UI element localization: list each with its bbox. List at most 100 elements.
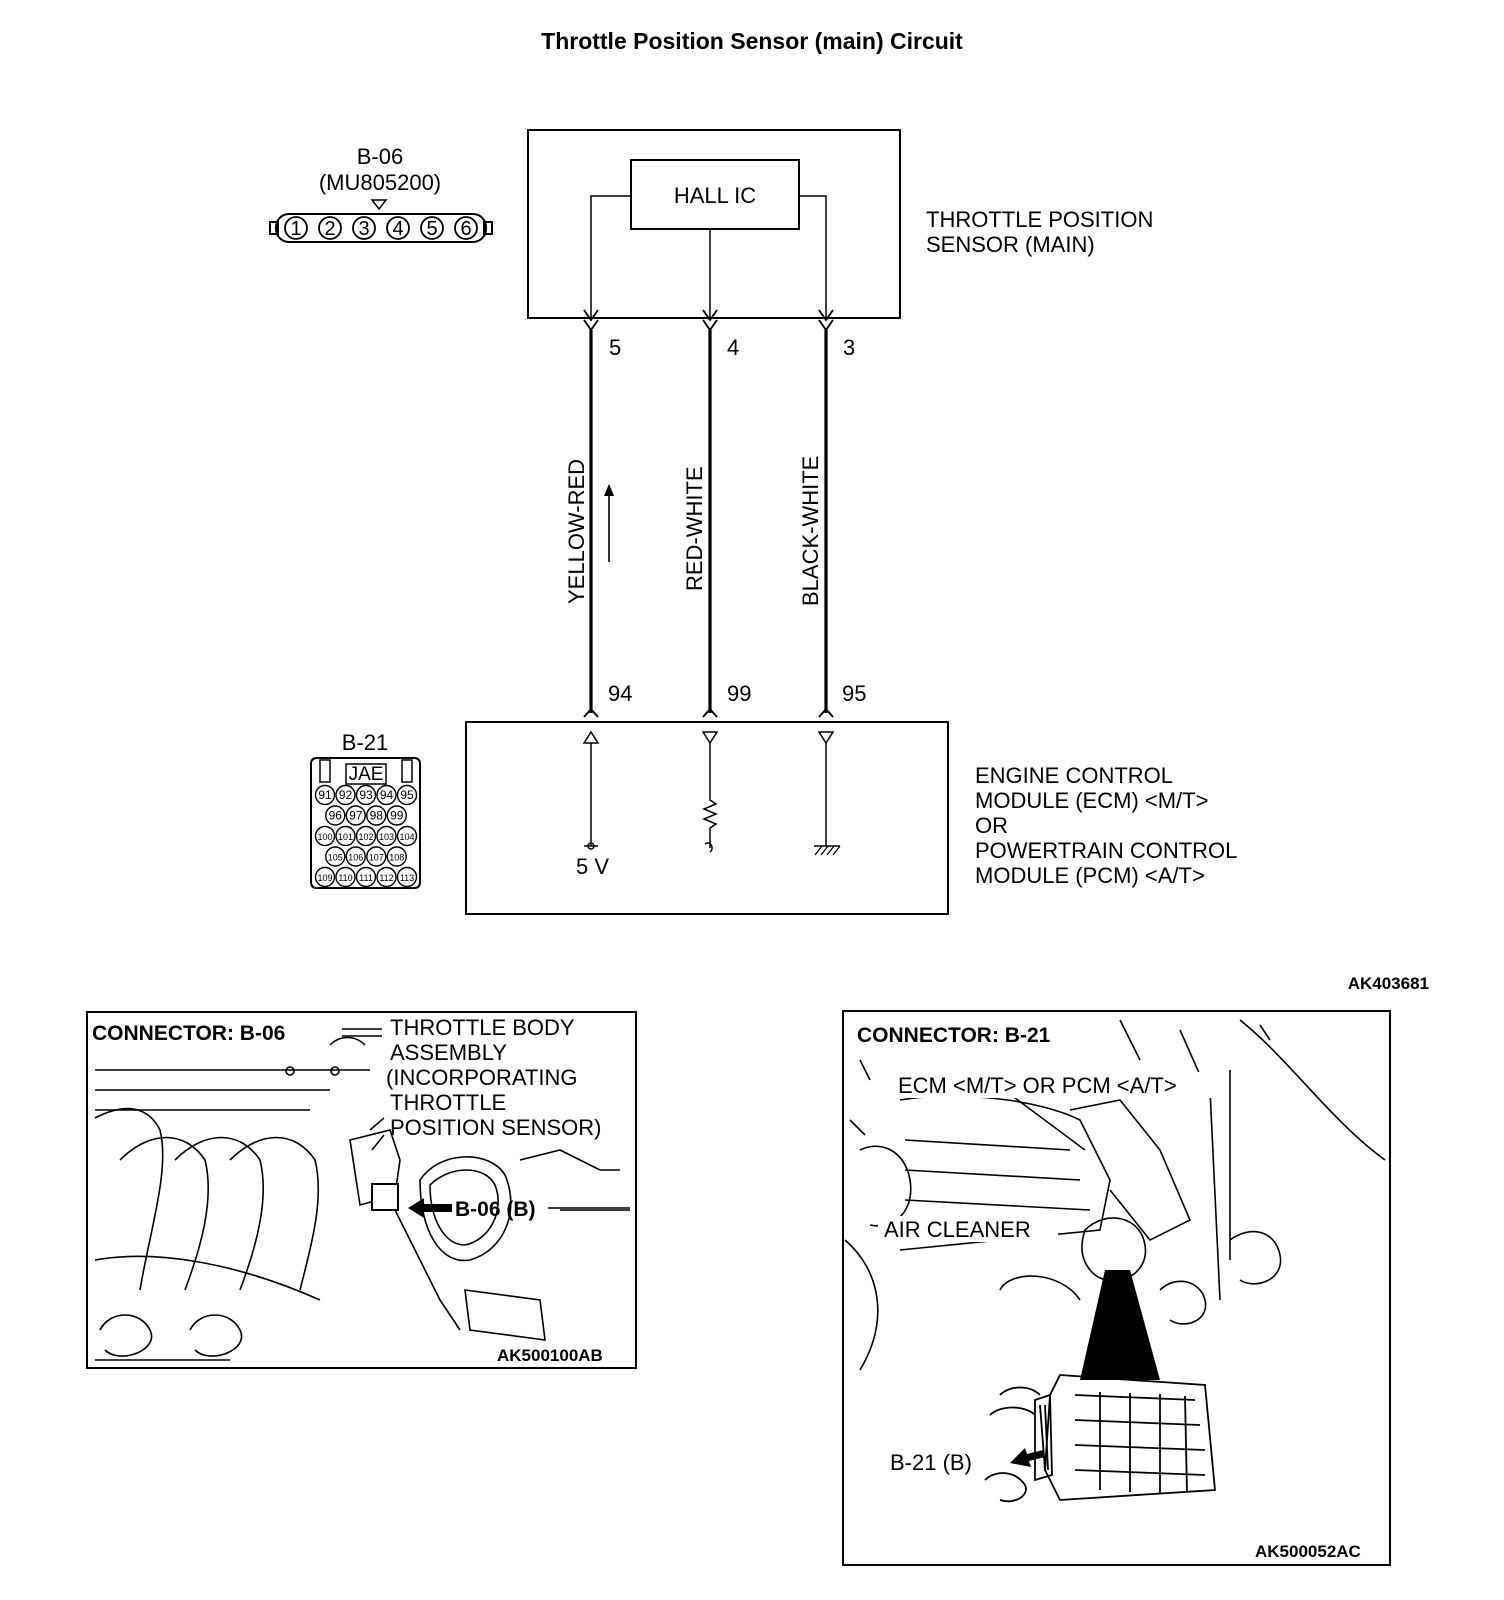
ecm-terminal-95: 95 — [842, 681, 866, 706]
ecm-name-line1: ENGINE CONTROL — [975, 763, 1173, 788]
location-panel-b21 — [842, 1010, 1391, 1566]
ecm-terminal-markers — [583, 707, 834, 718]
figure-code-main: AK403681 — [1348, 974, 1429, 993]
b21-pin-95 — [396, 784, 418, 806]
b06-desc-line1: THROTTLE BODY — [390, 1015, 575, 1040]
b21-pin-109 — [314, 866, 336, 888]
b21-pin-111 — [355, 866, 377, 888]
b21-pin-108 — [386, 846, 407, 867]
ecm-resistor-icon — [701, 731, 719, 853]
b06-pin-2 — [318, 216, 342, 240]
hall-ic-label: HALL IC — [674, 183, 756, 208]
b21-pin-110 — [335, 866, 356, 888]
ecm-name-line3: OR — [975, 813, 1008, 838]
b21-pin-104 — [396, 825, 418, 847]
b21-pin-label-109: 109 — [317, 873, 332, 883]
b21-air-cleaner-label: AIR CLEANER — [884, 1217, 1031, 1242]
b21-pin-113 — [396, 866, 418, 888]
b06-pin-label-5: 5 — [426, 218, 437, 240]
b21-pin-label-95: 95 — [400, 788, 414, 802]
sensor-name-line2: SENSOR (MAIN) — [926, 232, 1095, 257]
ecm-terminal-94: 94 — [608, 681, 632, 706]
b06-pin-6 — [454, 216, 478, 240]
wire-color-red-white: RED-WHITE — [682, 466, 707, 591]
b21-callout-label: B-21 (B) — [890, 1450, 972, 1475]
b21-pin-105 — [325, 846, 346, 867]
b06-desc-line3: (INCORPORATING — [386, 1065, 577, 1090]
b21-pin-label-102: 102 — [358, 832, 373, 842]
b06-pin-label-2: 2 — [324, 218, 335, 240]
ecm-name-line5: MODULE (PCM) <A/T> — [975, 863, 1205, 888]
b06-connector-housing — [275, 213, 487, 243]
b06-callout-arrow-icon — [408, 1198, 452, 1218]
b06-pin-3 — [352, 216, 376, 240]
b06-pin-label-6: 6 — [460, 218, 471, 240]
location-panel-b06 — [86, 1011, 637, 1369]
b06-pin-1 — [284, 216, 308, 240]
b21-pin-label-94: 94 — [380, 788, 394, 802]
b06-callout-label: B-06 (B) — [455, 1198, 536, 1221]
ecm-terminal-99: 99 — [727, 681, 751, 706]
ecm-module-drawing — [984, 1374, 1216, 1503]
b21-pin-label-93: 93 — [359, 788, 373, 802]
b06-pin-5 — [420, 216, 444, 240]
b21-pin-label-100: 100 — [317, 832, 332, 842]
b21-pin-101 — [335, 825, 356, 847]
b21-pin-label-97: 97 — [349, 809, 363, 823]
b21-pin-label-111: 111 — [359, 873, 373, 883]
b21-pin-label-101: 101 — [338, 832, 353, 842]
b06-key-marker-icon — [370, 199, 388, 211]
ecm-name-line4: POWERTRAIN CONTROL — [975, 838, 1237, 863]
b06-desc-line2: ASSEMBLY — [390, 1040, 507, 1065]
b21-pin-label-99: 99 — [390, 809, 404, 823]
b21-pointer-wedge-icon — [1080, 1270, 1160, 1380]
ecm-name-line2: MODULE (ECM) <M/T> — [975, 788, 1208, 813]
sensor-terminal-5: 5 — [609, 335, 621, 360]
sensor-terminal-4: 4 — [727, 335, 739, 360]
b21-pin-label-91: 91 — [318, 788, 332, 802]
b21-pin-97 — [345, 805, 366, 826]
wire-color-yellow-red: YELLOW-RED — [564, 459, 589, 604]
signal-direction-arrow-icon — [604, 484, 614, 562]
b21-pin-106 — [345, 846, 366, 867]
b21-pin-label-105: 105 — [328, 853, 343, 863]
sensor-terminal-3: 3 — [843, 335, 855, 360]
b06-location-heading: CONNECTOR: B-06 — [92, 1022, 285, 1045]
b21-pin-112 — [376, 866, 397, 888]
b21-pin-label-110: 110 — [338, 873, 352, 883]
b21-pin-103 — [376, 825, 397, 847]
b21-pin-91 — [314, 784, 336, 806]
hall-ic-box — [630, 159, 800, 230]
b21-pin-93 — [355, 784, 377, 806]
b06-pin-label-4: 4 — [392, 218, 403, 240]
ecm-5v-supply — [582, 730, 600, 850]
b06-pin-label-1: 1 — [290, 218, 301, 240]
b21-pin-102 — [355, 825, 377, 847]
sensor-terminal-markers — [583, 309, 834, 332]
b21-callout-arrow-icon — [1010, 1448, 1045, 1467]
wire-color-black-white: BLACK-WHITE — [798, 456, 823, 606]
b06-figure-code: AK500100AB — [497, 1346, 603, 1365]
b21-pin-label-107: 107 — [369, 853, 384, 863]
ecm-ground-icon — [814, 731, 841, 856]
b21-pin-label-92: 92 — [339, 788, 353, 802]
b21-pin-label-98: 98 — [370, 809, 384, 823]
b21-pin-label-106: 106 — [348, 853, 363, 863]
b21-pin-label-96: 96 — [329, 809, 343, 823]
b21-pin-92 — [335, 784, 356, 806]
b21-connector-brand: JAE — [349, 764, 384, 785]
b06-pins: 1 2 3 4 5 6 — [284, 216, 478, 240]
b21-connector-housing — [310, 757, 421, 889]
b21-ecm-label: ECM <M/T> OR PCM <A/T> — [898, 1073, 1177, 1098]
b06-pin-label-3: 3 — [358, 218, 369, 240]
b21-pin-107 — [366, 846, 387, 867]
b06-desc-line4: THROTTLE — [390, 1090, 506, 1115]
b21-figure-code: AK500052AC — [1255, 1542, 1361, 1561]
b21-pin-96 — [325, 805, 346, 826]
diagram-title: Throttle Position Sensor (main) Circuit — [541, 28, 963, 54]
b21-pin-94 — [376, 784, 397, 806]
b06-desc-line5: POSITION SENSOR) — [390, 1115, 601, 1140]
b06-connector-id: B-06 — [357, 144, 403, 169]
